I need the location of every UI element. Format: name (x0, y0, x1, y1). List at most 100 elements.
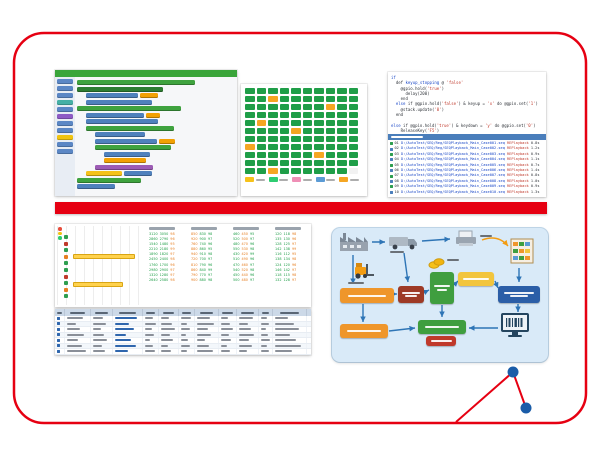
table-cell (113, 321, 143, 326)
cell-text-bar (220, 333, 229, 336)
cell-text-bar (92, 333, 104, 336)
table-cell (55, 327, 65, 332)
flow-box (498, 286, 540, 303)
forklift-icon (355, 263, 374, 279)
cell-text-bar (66, 350, 86, 353)
log-item-icon (390, 190, 393, 194)
cell-text-bar (144, 339, 151, 342)
row-marker (64, 235, 68, 239)
log-item-icon (390, 147, 393, 151)
text-segment: D:/AutoTest/SEQ/Reg/SEQPlayback_Main_Cas… (401, 184, 505, 189)
text-segment: end (391, 96, 408, 102)
text-segment: 1700 (159, 262, 169, 267)
log-line: 03 D:/AutoTest/SEQ/Reg/SEQPlayback_Main_… (390, 152, 544, 157)
text-segment: 96 (291, 237, 297, 242)
table-cell (195, 343, 219, 348)
status-cell (256, 128, 266, 134)
text-segment: 0.9s (528, 151, 540, 156)
log-line: 04 D:/AutoTest/SEQ/Reg/SEQPlayback_Main_… (390, 157, 544, 162)
grid-row (245, 128, 363, 134)
cell-text-bar (260, 333, 269, 336)
table-cell (55, 332, 65, 337)
text-segment: D:/AutoTest/SEQ/Reg/SEQPlayback_Main_Cas… (401, 162, 505, 167)
text-segment: 2790 (159, 237, 169, 242)
legend-swatch (339, 177, 348, 182)
table-cell (273, 316, 307, 321)
table-cell (195, 321, 219, 326)
table-cell (91, 343, 113, 348)
code-block (86, 99, 152, 105)
status-cell (268, 128, 278, 134)
text-segment: ) (535, 101, 538, 107)
text-segment: 830 (199, 232, 206, 236)
code-line: if (391, 75, 543, 80)
table-cell (159, 327, 179, 332)
header-label-bar (146, 311, 155, 314)
text-segment: D:/AutoTest/SEQ/Reg/SEQPlayback_Main_Cas… (401, 178, 505, 183)
cell-text-bar (144, 328, 152, 331)
text-segment: 900 (199, 237, 206, 242)
cell-text-bar (260, 339, 271, 342)
text-segment: '0' (434, 106, 442, 112)
text-segment: 125 (283, 242, 290, 247)
header-cell (219, 309, 237, 316)
status-cell (268, 136, 278, 142)
text-segment: def (391, 80, 406, 86)
text-segment: 97 (207, 237, 213, 242)
table-cell (273, 321, 307, 326)
accent-dot (520, 402, 532, 414)
status-cell (325, 88, 335, 94)
text-segment: 98 (170, 257, 175, 262)
log-item-icon (390, 185, 393, 189)
header-cell (91, 309, 113, 316)
cell-text-bar (220, 322, 231, 325)
table-cell (273, 327, 307, 332)
status-cell (314, 88, 324, 94)
status-cell (302, 168, 312, 174)
code-block (86, 93, 138, 98)
table-cell (113, 349, 143, 354)
status-cell (291, 144, 301, 150)
header-cell (113, 309, 143, 316)
code-line: @stack.update('0') (391, 107, 543, 112)
row-marker (64, 248, 68, 253)
text-segment: 'F5' (427, 127, 437, 133)
status-cell (325, 112, 335, 118)
text-segment: ReleaseKey( (391, 127, 428, 133)
text-segment: 120 (283, 262, 290, 267)
table-cell (65, 321, 91, 326)
flow-arrows (350, 236, 522, 332)
code-block (95, 164, 153, 170)
text-segment: REPlayback (504, 184, 529, 189)
text-segment: 124 (275, 262, 282, 267)
traffic-light-icon (58, 227, 62, 241)
traffic-dot-green (58, 236, 62, 240)
text-segment: 03 (394, 151, 401, 156)
cell-text-bar (260, 328, 267, 331)
text-segment: 96 (291, 262, 297, 267)
status-cell (279, 144, 289, 150)
status-cell (302, 128, 312, 134)
block-row (77, 177, 235, 183)
cell-text-bar (196, 350, 213, 353)
code-block (86, 119, 158, 124)
table-cell (65, 316, 91, 321)
row-marker (64, 274, 68, 279)
table-cell (259, 316, 273, 321)
table-row (55, 349, 311, 355)
text-segment: REPlayback (504, 168, 529, 173)
status-cell (279, 160, 289, 166)
status-cell (337, 144, 347, 150)
status-cell (256, 96, 266, 102)
box-label-bar (405, 295, 417, 298)
text-segment: keyup_stopping (405, 80, 440, 86)
text-segment: 880 (191, 247, 198, 252)
